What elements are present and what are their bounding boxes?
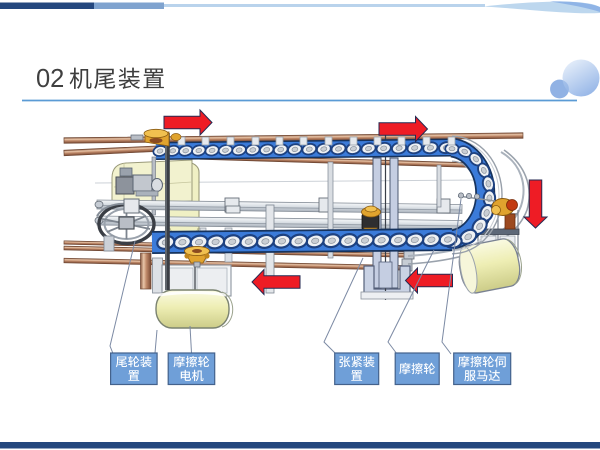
svg-text:02: 02 bbox=[36, 65, 64, 93]
